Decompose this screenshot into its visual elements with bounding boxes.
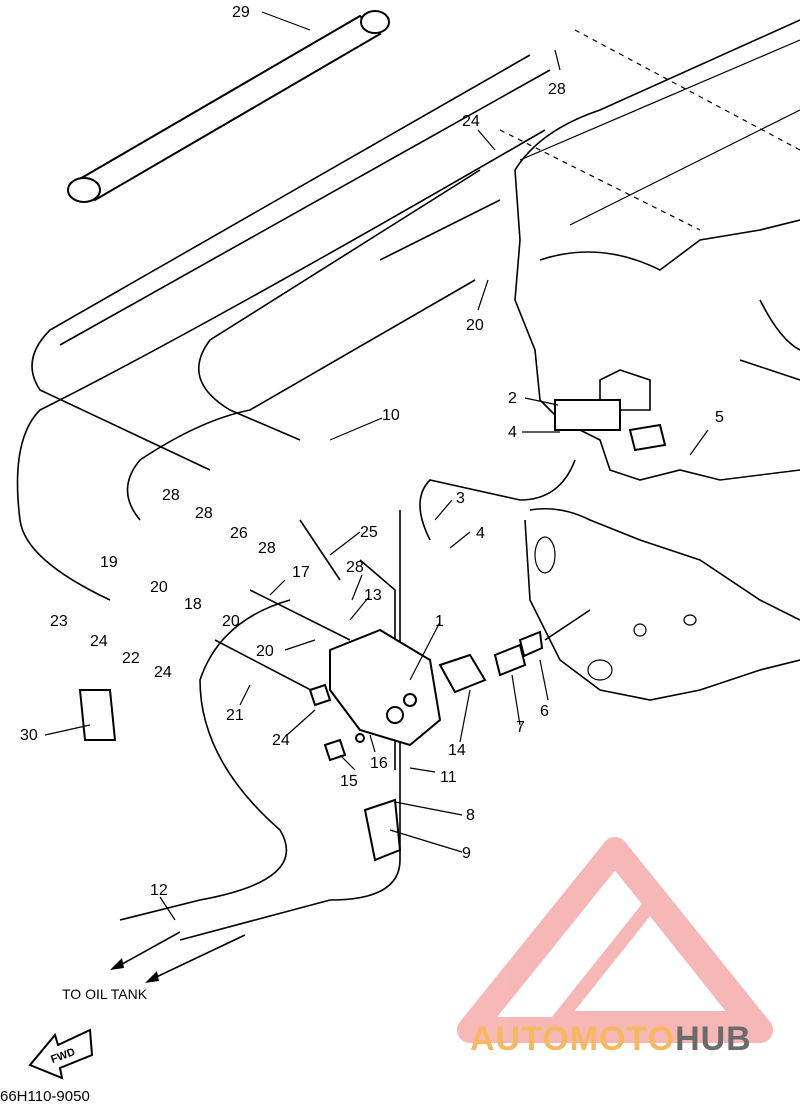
part-label: 2	[508, 390, 517, 407]
part-label: 4	[508, 424, 517, 441]
part-label: 28	[346, 559, 364, 576]
part-label: 5	[715, 409, 724, 426]
part-label: 13	[364, 587, 382, 604]
part-label: 3	[456, 490, 465, 507]
part-label: 20	[150, 579, 168, 596]
part-label: 28	[258, 540, 276, 557]
part-label: 1	[435, 613, 444, 630]
pump-assembly	[78, 399, 667, 862]
part-label: 22	[122, 650, 140, 667]
part-label: 30	[20, 727, 38, 744]
part-label: 6	[540, 703, 549, 720]
watermark-brand-main: AUTOMOTO	[470, 1020, 676, 1058]
part-label: 28	[195, 505, 213, 522]
watermark-logo	[457, 837, 773, 1043]
part-label: 25	[360, 524, 378, 541]
hoses	[16, 54, 576, 941]
part-label: 23	[50, 613, 68, 630]
watermark-brand: AUTOMOTOHUB	[470, 1020, 752, 1059]
part-label: 20	[466, 317, 484, 334]
part-label: 20	[222, 613, 240, 630]
part-label: 24	[154, 664, 172, 681]
part-label: 4	[476, 525, 485, 542]
to-oil-tank-label: TO OIL TANK	[62, 986, 148, 1002]
part-label: 15	[340, 773, 358, 790]
part-label: 26	[230, 525, 248, 542]
part-label: 20	[256, 643, 274, 660]
watermark-brand-hub: HUB	[675, 1020, 752, 1058]
part-label: 14	[448, 742, 466, 759]
part-label: 28	[548, 81, 566, 98]
part-label: 9	[462, 845, 471, 862]
leader-lines	[44, 11, 709, 921]
part-label: 19	[100, 554, 118, 571]
part-label: 17	[292, 564, 310, 581]
part-label: 16	[370, 755, 388, 772]
fwd-arrow-icon	[28, 1028, 94, 1080]
part-label: 21	[226, 707, 244, 724]
part-label: 11	[440, 769, 457, 786]
drawing-code: 66H110-9050	[0, 1088, 90, 1105]
oil-tank-arrows	[110, 931, 246, 983]
part-label: 24	[462, 113, 480, 130]
part-label: 12	[150, 882, 168, 899]
part-label: 10	[382, 407, 400, 424]
part-labels: 29 28 24 20 2 4 5 10 3 4 28 28 26 28 25 …	[20, 4, 724, 899]
part-label: 29	[232, 4, 250, 21]
part-label: 24	[90, 633, 108, 650]
pipe-29	[67, 10, 390, 203]
part-label: 28	[162, 487, 180, 504]
engine-block	[499, 19, 800, 701]
part-label: 8	[466, 807, 475, 824]
part-label: 7	[516, 719, 525, 736]
part-label: 18	[184, 596, 202, 613]
part-label: 24	[272, 732, 290, 749]
